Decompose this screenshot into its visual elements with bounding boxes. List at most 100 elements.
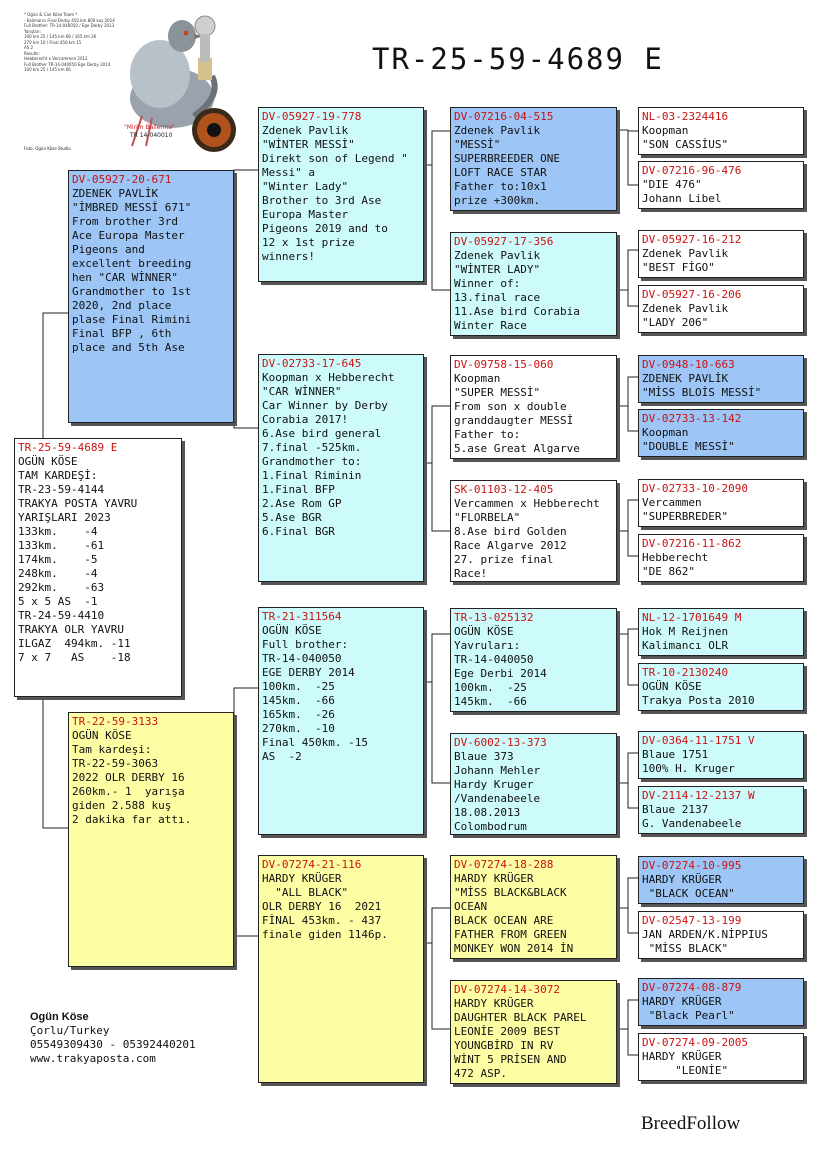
card-line: 11.Ase bird Corabia bbox=[454, 305, 580, 318]
card-line: "SON CASSİUS" bbox=[642, 138, 729, 151]
ring-code: DV-0364-11-1751 V bbox=[642, 734, 755, 747]
ring-code: DV-07274-21-116 bbox=[262, 858, 362, 871]
card-line: 6.Ase bird general bbox=[262, 427, 382, 440]
ring-code: DV-07274-14-3072 bbox=[454, 983, 560, 996]
card-line: finale giden 1146p. bbox=[262, 928, 388, 941]
card-line: HARDY KRÜGER bbox=[642, 873, 722, 886]
ring-code: DV-07274-18-288 bbox=[454, 858, 554, 871]
card-line: Hok M Reijnen bbox=[642, 625, 729, 638]
card-line: Johann Mehler bbox=[454, 764, 541, 777]
card-line: TR-14-040050 bbox=[454, 653, 534, 666]
card-line: "FLORBELA" bbox=[454, 511, 521, 524]
card-line: Koopman x Hebberecht bbox=[262, 371, 395, 384]
card-line: Corabia 2017! bbox=[262, 413, 349, 426]
pigeon-card-g5: DV-07216-96-476"DIE 476"Johann Libel bbox=[638, 161, 804, 209]
ring-code: DV-05927-20-671 bbox=[72, 173, 172, 186]
card-line: "BLACK OCEAN" bbox=[642, 887, 735, 900]
ring-code: DV-02733-13-142 bbox=[642, 412, 742, 425]
card-line: Tam kardeşi: bbox=[72, 743, 152, 756]
card-line: 5.ase Great Algarve bbox=[454, 442, 580, 455]
breeder-website[interactable]: www.trakyaposta.com bbox=[30, 1052, 156, 1065]
card-line: EGE DERBY 2014 bbox=[262, 666, 355, 679]
card-line: "WİNTER MESSİ" bbox=[262, 138, 355, 151]
card-line: HARDY KRÜGER bbox=[454, 997, 534, 1010]
card-line: ZDENEK PAVLİK bbox=[72, 187, 159, 200]
card-line: Grandmother to: bbox=[262, 455, 362, 468]
card-line: LOFT RACE STAR bbox=[454, 166, 547, 179]
card-line: 145km. -66 bbox=[454, 695, 527, 708]
ring-code: DV-05927-16-206 bbox=[642, 288, 742, 301]
card-line: "Black Pearl" bbox=[642, 1009, 735, 1022]
ring-code: TR-13-025132 bbox=[454, 611, 534, 624]
card-line: Zdenek Pavlik bbox=[454, 124, 541, 137]
card-line: AS -2 bbox=[262, 750, 302, 763]
card-line: Messi" a bbox=[262, 166, 315, 179]
card-line: HARDY KRÜGER bbox=[642, 995, 722, 1008]
card-line: Vercammen x Hebberecht bbox=[454, 497, 600, 510]
card-line: 100km. -25 bbox=[262, 680, 335, 693]
card-line: giden 2.588 kuş bbox=[72, 799, 172, 812]
card-line: SUPERBREEDER ONE bbox=[454, 152, 560, 165]
ring-code: DV-02547-13-199 bbox=[642, 914, 742, 927]
card-line: Hardy Kruger bbox=[454, 778, 534, 791]
card-line: 7.final -525km. bbox=[262, 441, 362, 454]
card-line: "DOUBLE MESSİ" bbox=[642, 440, 735, 453]
card-line: "Winter Lady" bbox=[262, 180, 349, 193]
card-line: /Vandenabeele bbox=[454, 792, 541, 805]
card-line: Direkt son of Legend " bbox=[262, 152, 408, 165]
card-line: OGÜN KÖSE bbox=[18, 455, 78, 468]
card-line: Full brother: bbox=[262, 638, 349, 651]
pigeon-photo: * Ogün & Can Köse Team * - Kalimancı Fin… bbox=[22, 6, 238, 154]
card-line: TR-14-040050 bbox=[262, 652, 342, 665]
card-line: "SUPER MESSİ" bbox=[454, 386, 541, 399]
ring-code: DV-02733-17-645 bbox=[262, 357, 362, 370]
card-line: Grandmother to 1st bbox=[72, 285, 192, 298]
ring-code: DV-0948-10-663 bbox=[642, 358, 735, 371]
ring-code: DV-07216-04-515 bbox=[454, 110, 554, 123]
card-line: "SUPERBREDER" bbox=[642, 510, 729, 523]
card-line: 6.Final BGR bbox=[262, 525, 335, 538]
card-line: "LEONİE" bbox=[642, 1064, 729, 1077]
ring-code: NL-03-2324416 bbox=[642, 110, 729, 123]
card-line: "DIE 476" bbox=[642, 178, 702, 191]
card-line: Colombodrum bbox=[454, 820, 527, 833]
card-line: Final 450km. -15 bbox=[262, 736, 368, 749]
card-line: 12 x 1st prize bbox=[262, 236, 355, 249]
card-line: Final BFP , 6th bbox=[72, 327, 172, 340]
card-line: 100km. -25 bbox=[454, 681, 527, 694]
card-line: Zdenek Pavlik bbox=[642, 247, 729, 260]
breeder-info: Ogün Köse Çorlu/Turkey 05549309430 - 053… bbox=[30, 1010, 196, 1066]
card-line: Koopman bbox=[642, 426, 689, 439]
ring-code: DV-07216-11-862 bbox=[642, 537, 742, 550]
card-line: 100% H. Kruger bbox=[642, 762, 735, 775]
card-line: place and 5th Ase bbox=[72, 341, 185, 354]
card-line: TRAKYA POSTA YAVRU bbox=[18, 497, 138, 510]
card-line: FİNAL 453km. - 437 bbox=[262, 914, 382, 927]
ring-code: DV-02733-10-2090 bbox=[642, 482, 748, 495]
card-line: 8.Ase bird Golden bbox=[454, 525, 567, 538]
card-line: Zdenek Pavlik bbox=[454, 249, 541, 262]
card-line: 2020, 2nd place bbox=[72, 299, 172, 312]
card-line: Winner of: bbox=[454, 277, 521, 290]
card-line: 292km. -63 bbox=[18, 581, 105, 594]
ring-code: DV-07274-09-2005 bbox=[642, 1036, 748, 1049]
card-line: TRAKYA OLR YAVRU bbox=[18, 623, 124, 636]
card-line: Vercammen bbox=[642, 496, 702, 509]
card-line: TR-22-59-3063 bbox=[72, 757, 159, 770]
card-line: Hebberecht bbox=[642, 551, 709, 564]
card-line: 472 ASP. bbox=[454, 1067, 507, 1080]
card-line: JAN ARDEN/K.NİPPIUS bbox=[642, 928, 768, 941]
ring-code: NL-12-1701649 M bbox=[642, 611, 742, 624]
